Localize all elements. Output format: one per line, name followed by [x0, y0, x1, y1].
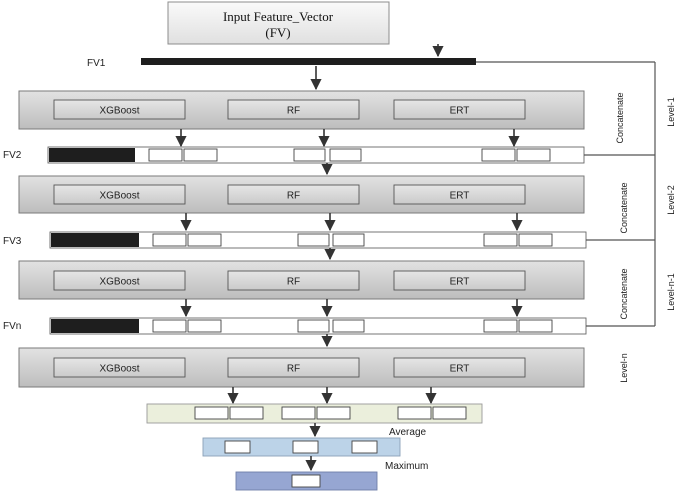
concatenate-label-3: Concatenate [619, 268, 629, 319]
level-n-ert-box [393, 357, 526, 378]
level-n-1-ert-label: ERT [450, 277, 470, 288]
level-2-xgboost-label: XGBoost [99, 191, 139, 202]
average-label: Average [389, 427, 427, 438]
input-title-line1: Input Feature_Vector [223, 9, 334, 24]
level-1-rf-label: RF [287, 106, 300, 117]
level-2-rf-box [227, 184, 360, 205]
fvn-bar [49, 317, 587, 335]
level-2-ert-label: ERT [450, 191, 470, 202]
level-n-ert-label: ERT [450, 364, 470, 375]
level-n-1-panel: XGBoost RF ERT [18, 260, 585, 300]
fv2-bar [47, 146, 585, 164]
fvn-label: FVn [3, 321, 21, 332]
final-output-bar [235, 471, 378, 491]
level-n-panel: XGBoost RF ERT [18, 347, 585, 388]
concatenate-label-1: Concatenate [615, 92, 625, 143]
fv3-label: FV3 [3, 236, 22, 247]
concatenate-label-2: Concatenate [619, 182, 629, 233]
level-n-rf-box [227, 357, 360, 378]
level-1-rf-box [227, 99, 360, 120]
fv3-bar [49, 231, 587, 249]
level-n-1-xgboost-box [53, 270, 186, 291]
level-1-ert-label: ERT [450, 106, 470, 117]
fv1-label: FV1 [87, 58, 106, 69]
level-n-xgboost-box [53, 357, 186, 378]
fv2-label: FV2 [3, 150, 22, 161]
level-2-ert-box [393, 184, 526, 205]
level-1-panel: XGBoost RF ERT [18, 90, 585, 130]
level-1-xgboost-label: XGBoost [99, 106, 139, 117]
level-2-panel: XGBoost RF ERT [18, 175, 585, 214]
level-2-rf-label: RF [287, 191, 300, 202]
maximum-bar [202, 437, 401, 457]
level-n-1-rf-box [227, 270, 360, 291]
level-n-rf-label: RF [287, 364, 300, 375]
level-2-xgboost-box [53, 184, 186, 205]
level-n-label: Level-n [619, 353, 629, 383]
level-1-label: Level-1 [666, 97, 676, 127]
level-n-1-label: Level-n-1 [666, 273, 676, 311]
maximum-label: Maximum [385, 461, 428, 472]
fv1-bar [141, 58, 476, 65]
level-n-1-xgboost-label: XGBoost [99, 277, 139, 288]
input-feature-vector-box: Input Feature_Vector (FV) [167, 1, 390, 45]
level-2-label: Level-2 [666, 185, 676, 215]
level-n-xgboost-label: XGBoost [99, 364, 139, 375]
level-n-1-ert-box [393, 270, 526, 291]
level-1-xgboost-box [53, 99, 186, 120]
level-1-ert-box [393, 99, 526, 120]
input-title-line2: (FV) [265, 25, 290, 40]
average-bar [146, 403, 483, 424]
level-n-1-rf-label: RF [287, 277, 300, 288]
